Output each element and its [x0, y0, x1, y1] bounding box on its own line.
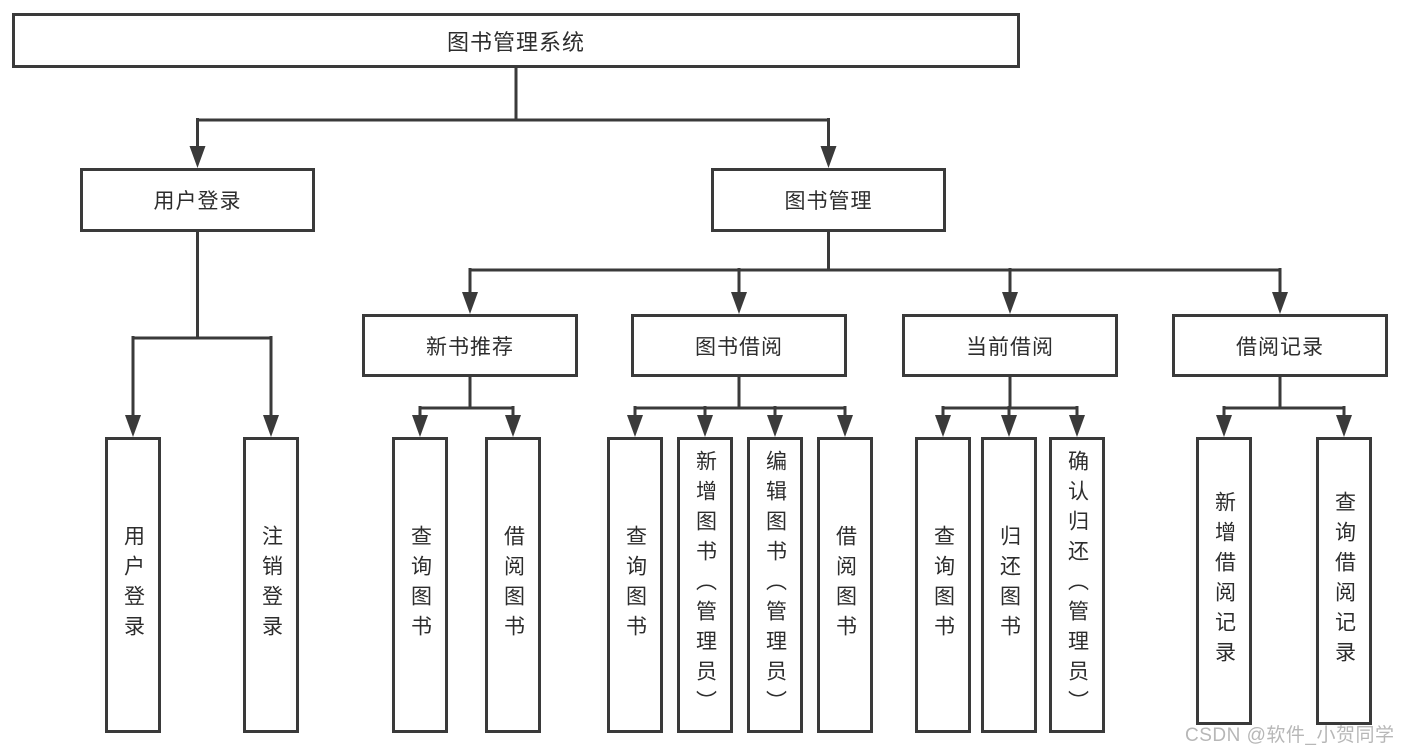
node-book-management-module-label: 图书管理: [784, 190, 873, 213]
node-book-management-module: 图书管理: [711, 168, 946, 232]
node-current-borrow-label: 当前借阅: [966, 335, 1054, 359]
leaf-add-books-admin: 新增图书（管理员）: [677, 437, 733, 733]
node-new-book-recommend: 新书推荐: [362, 314, 578, 377]
node-book-borrow: 图书借阅: [631, 314, 847, 377]
leaf-query-books-current: 查询图书: [915, 437, 971, 733]
node-borrow-records-label: 借阅记录: [1236, 335, 1324, 359]
leaf-add-borrow-record: 新增借阅记录: [1196, 437, 1252, 725]
leaf-query-books-borrow-label: 查询图书: [623, 525, 647, 645]
node-root-system: 图书管理系统: [12, 13, 1020, 68]
leaf-logout-label: 注销登录: [259, 525, 283, 645]
leaf-borrow-books-recommend: 借阅图书: [485, 437, 541, 733]
leaf-query-books-current-label: 查询图书: [931, 525, 955, 645]
leaf-user-login: 用户登录: [105, 437, 161, 733]
leaf-edit-books-admin: 编辑图书（管理员）: [747, 437, 803, 733]
leaf-confirm-return-admin-label: 确认归还（管理员）: [1065, 450, 1089, 720]
node-borrow-records: 借阅记录: [1172, 314, 1388, 377]
csdn-watermark: CSDN @软件_小贺同学: [1185, 725, 1395, 746]
leaf-query-books-borrow: 查询图书: [607, 437, 663, 733]
leaf-query-borrow-record: 查询借阅记录: [1316, 437, 1372, 725]
leaf-add-books-admin-label: 新增图书（管理员）: [693, 450, 717, 720]
leaf-return-books-label: 归还图书: [997, 525, 1021, 645]
leaf-user-login-label: 用户登录: [121, 525, 145, 645]
node-book-borrow-label: 图书借阅: [695, 335, 783, 359]
leaf-add-borrow-record-label: 新增借阅记录: [1212, 491, 1236, 671]
leaf-query-borrow-record-label: 查询借阅记录: [1332, 491, 1356, 671]
leaf-borrow-books-label: 借阅图书: [833, 525, 857, 645]
leaf-return-books: 归还图书: [981, 437, 1037, 733]
leaf-query-books-recommend-label: 查询图书: [408, 525, 432, 645]
leaf-edit-books-admin-label: 编辑图书（管理员）: [763, 450, 787, 720]
leaf-confirm-return-admin: 确认归还（管理员）: [1049, 437, 1105, 733]
leaf-logout: 注销登录: [243, 437, 299, 733]
leaf-borrow-books: 借阅图书: [817, 437, 873, 733]
leaf-query-books-recommend: 查询图书: [392, 437, 448, 733]
node-root-system-label: 图书管理系统: [446, 29, 585, 55]
node-current-borrow: 当前借阅: [902, 314, 1118, 377]
node-user-login-module-label: 用户登录: [153, 190, 242, 213]
node-user-login-module: 用户登录: [80, 168, 315, 232]
leaf-borrow-books-recommend-label: 借阅图书: [501, 525, 525, 645]
node-new-book-recommend-label: 新书推荐: [426, 335, 514, 359]
